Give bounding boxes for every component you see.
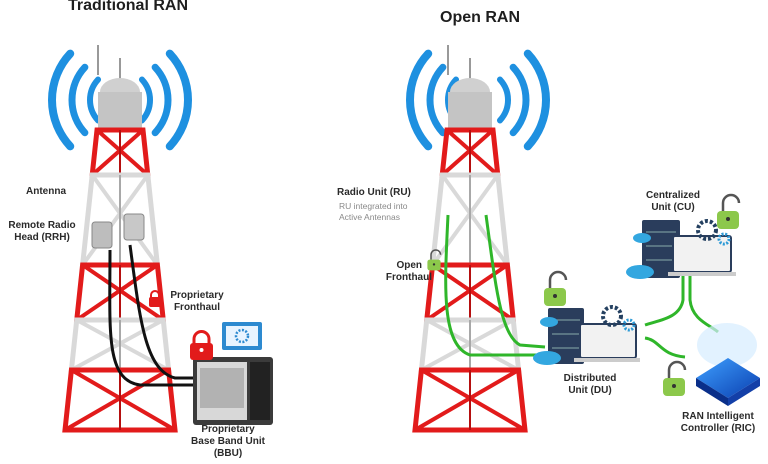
label-line: Unit (DU) bbox=[568, 385, 612, 396]
ric-chip-icon bbox=[696, 323, 760, 406]
antenna-body bbox=[448, 92, 492, 130]
centralized-unit-icon bbox=[626, 219, 736, 279]
wave-arc bbox=[68, 63, 89, 137]
wave-arc bbox=[496, 76, 511, 124]
tower-brace bbox=[430, 173, 500, 267]
cu-label: Centralized Unit (CU) bbox=[633, 190, 713, 214]
tower-brace bbox=[413, 368, 520, 432]
wave-arc bbox=[406, 49, 433, 151]
traditional-ran-title: Traditional RAN bbox=[68, 0, 189, 14]
traditional-tower-icon bbox=[62, 45, 178, 433]
proprietary-fronthaul-cables bbox=[108, 244, 195, 387]
rrh-unit bbox=[123, 213, 145, 241]
rrh-unit bbox=[91, 221, 113, 249]
label-line: Open bbox=[396, 260, 422, 271]
label-line: Proprietary bbox=[170, 290, 224, 301]
lock-keyhole bbox=[553, 294, 557, 298]
wave-arc bbox=[509, 63, 530, 137]
closed-lock-icon bbox=[190, 330, 213, 360]
lock-shackle bbox=[430, 249, 442, 260]
proprietary-fronthaul-label: Proprietary Fronthaul bbox=[162, 290, 232, 314]
label-line: RAN Intelligent bbox=[682, 411, 754, 422]
label-line: Distributed bbox=[563, 373, 617, 384]
tower-brace bbox=[420, 318, 515, 372]
open-fronthaul-label: Open Fronthaul bbox=[370, 260, 432, 284]
tower-brace bbox=[420, 368, 527, 432]
tower-brace bbox=[440, 173, 510, 267]
open-lock-icon bbox=[663, 360, 687, 396]
lock-shackle bbox=[721, 193, 741, 211]
lock-keyhole bbox=[672, 384, 676, 388]
wave-arc bbox=[426, 63, 447, 137]
tower-brace bbox=[75, 318, 170, 372]
tower-brace bbox=[81, 263, 165, 322]
wave-arc bbox=[138, 76, 153, 124]
closed-lock-icon bbox=[149, 290, 161, 307]
tower-brace bbox=[440, 128, 495, 177]
tower-brace bbox=[90, 128, 145, 177]
tower-brace bbox=[425, 318, 520, 372]
rrh-label: Remote Radio Head (RRH) bbox=[0, 220, 84, 244]
tower-brace bbox=[63, 368, 170, 432]
tower-brace bbox=[70, 318, 165, 372]
du-label: Distributed Unit (DU) bbox=[550, 373, 630, 397]
lock-keyhole bbox=[432, 263, 436, 266]
label-line: Unit (CU) bbox=[651, 202, 695, 213]
bbu-label: Proprietary Base Band Unit (BBU) bbox=[178, 424, 278, 460]
open-lock-icon bbox=[717, 193, 741, 229]
lock-keyhole bbox=[726, 217, 730, 221]
wave-arc bbox=[87, 76, 102, 124]
label-line: Fronthaul bbox=[385, 272, 432, 283]
open-ran-title: Open RAN bbox=[440, 9, 520, 26]
rrh-label-line: Remote Radio bbox=[8, 220, 76, 231]
ru-label: Radio Unit (RU) bbox=[337, 187, 411, 198]
wave-arc bbox=[151, 63, 172, 137]
laptop-gear-icon bbox=[222, 322, 262, 350]
open-ran-tower-icon bbox=[412, 45, 528, 433]
wave-arc bbox=[165, 49, 192, 151]
open-lock-icon bbox=[427, 249, 442, 271]
lock-shackle bbox=[548, 270, 568, 288]
bbu-device-icon bbox=[193, 357, 273, 425]
label-line: Fronthaul bbox=[173, 302, 221, 313]
open-lock-icon bbox=[544, 270, 568, 306]
distributed-unit-icon bbox=[533, 305, 640, 365]
wave-arc bbox=[523, 49, 550, 151]
ru-note: RU integrated into Active Antennas bbox=[339, 201, 408, 223]
tower-brace bbox=[80, 173, 150, 267]
label-line: Base Band Unit bbox=[191, 436, 265, 447]
tower-brace bbox=[75, 263, 159, 322]
label-line: (BBU) bbox=[213, 448, 243, 459]
label-line: Controller (RIC) bbox=[680, 423, 756, 434]
note-line: Active Antennas bbox=[339, 212, 400, 222]
lock-shackle bbox=[667, 360, 687, 378]
tower-brace bbox=[95, 128, 150, 177]
wave-arc bbox=[48, 49, 75, 151]
label-line: Proprietary bbox=[201, 424, 255, 435]
rrh-label-line: Head (RRH) bbox=[14, 232, 70, 243]
label-line: Centralized bbox=[646, 190, 700, 201]
tower-brace bbox=[445, 128, 500, 177]
radio-waves-icon bbox=[48, 49, 550, 151]
antenna-body bbox=[98, 92, 142, 130]
antenna-label: Antenna bbox=[26, 186, 66, 197]
ric-label: RAN Intelligent Controller (RIC) bbox=[668, 411, 768, 435]
tower-brace bbox=[70, 368, 177, 432]
note-line: RU integrated into bbox=[339, 201, 408, 211]
